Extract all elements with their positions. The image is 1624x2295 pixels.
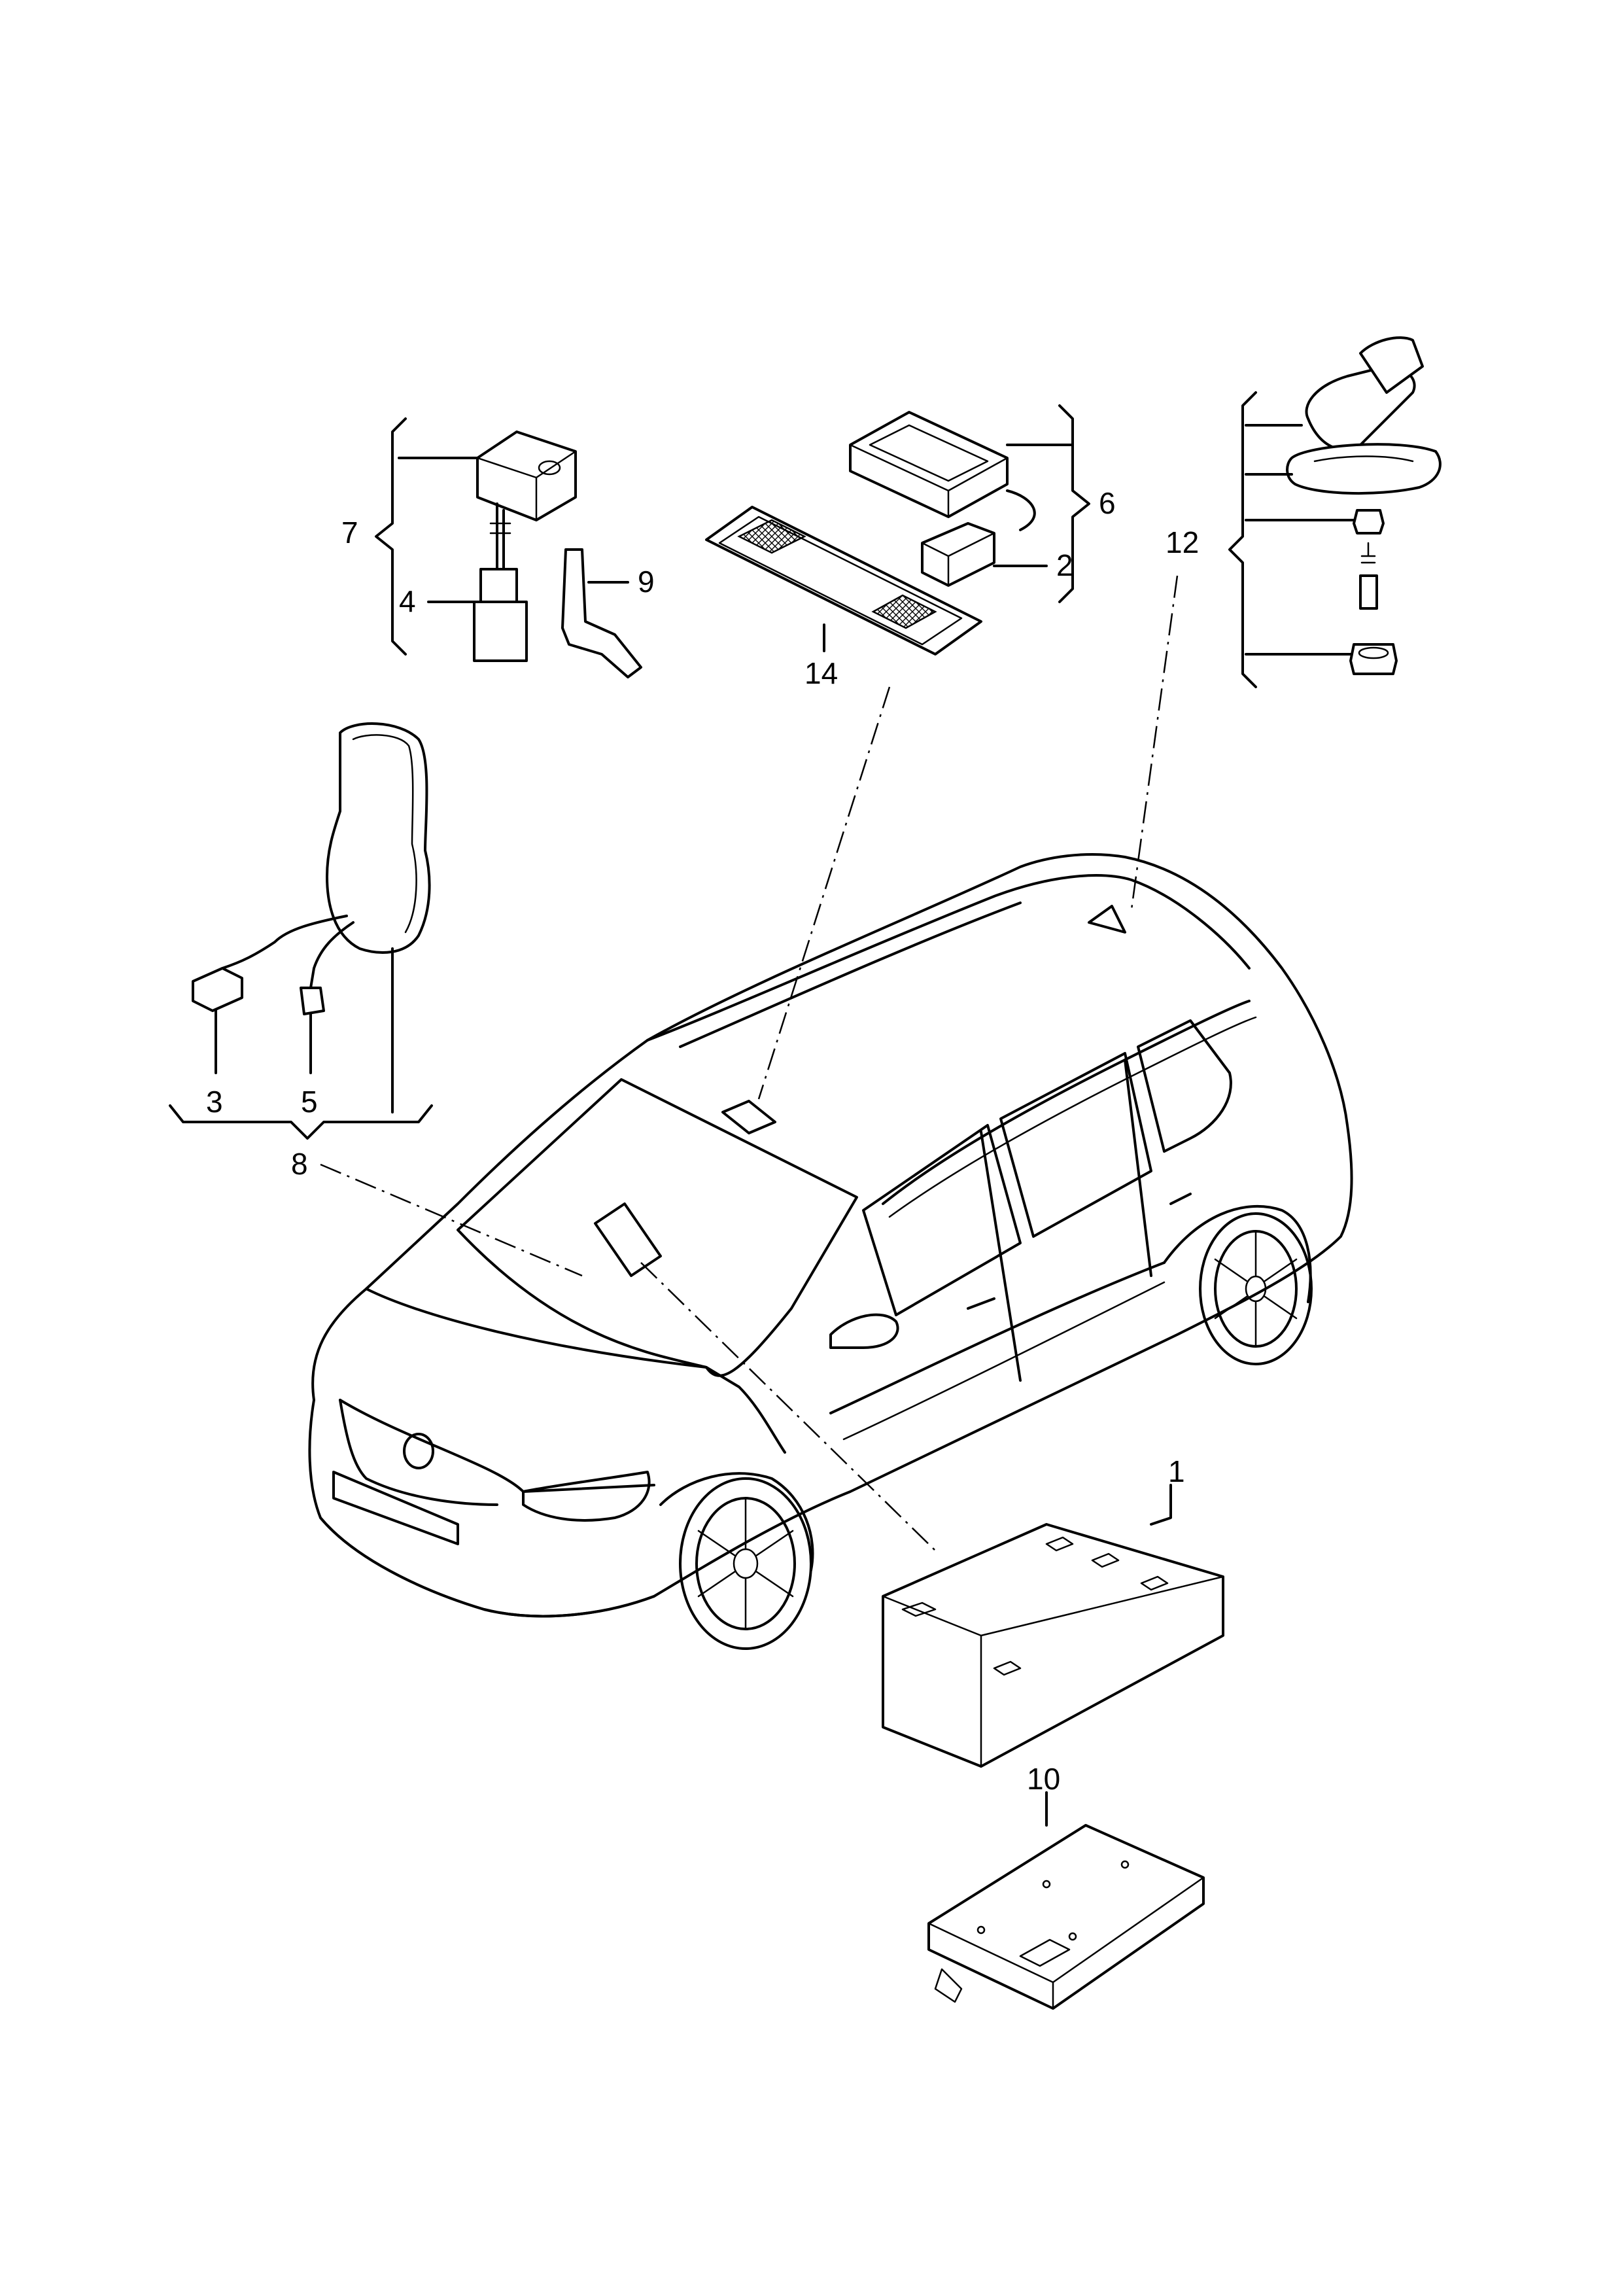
callout-2: 2 (1056, 548, 1073, 582)
leader-lines (320, 575, 1179, 1551)
callout-3: 3 (206, 1085, 223, 1119)
callout-9: 9 (638, 565, 655, 599)
group-8-mirror-module (169, 722, 433, 1140)
callout-12: 12 (1166, 525, 1199, 559)
callout-4: 4 (399, 584, 416, 618)
callout-7: 7 (341, 516, 358, 550)
part-14-sensor-film (705, 506, 982, 656)
part-10-module (927, 1791, 1205, 2010)
callout-1: 1 (1168, 1454, 1185, 1488)
callout-14: 14 (804, 656, 838, 690)
callout-6: 6 (1099, 486, 1116, 520)
group-6-sensor-kit (849, 404, 1090, 603)
callout-8: 8 (291, 1147, 308, 1181)
part-1-control-unit (882, 1484, 1224, 1768)
vehicle-outline (308, 853, 1353, 1650)
callout-5: 5 (301, 1085, 318, 1119)
group-12-roof-antenna (1228, 336, 1442, 688)
callout-10: 10 (1027, 1762, 1060, 1796)
group-7-switch-assembly (375, 417, 642, 678)
